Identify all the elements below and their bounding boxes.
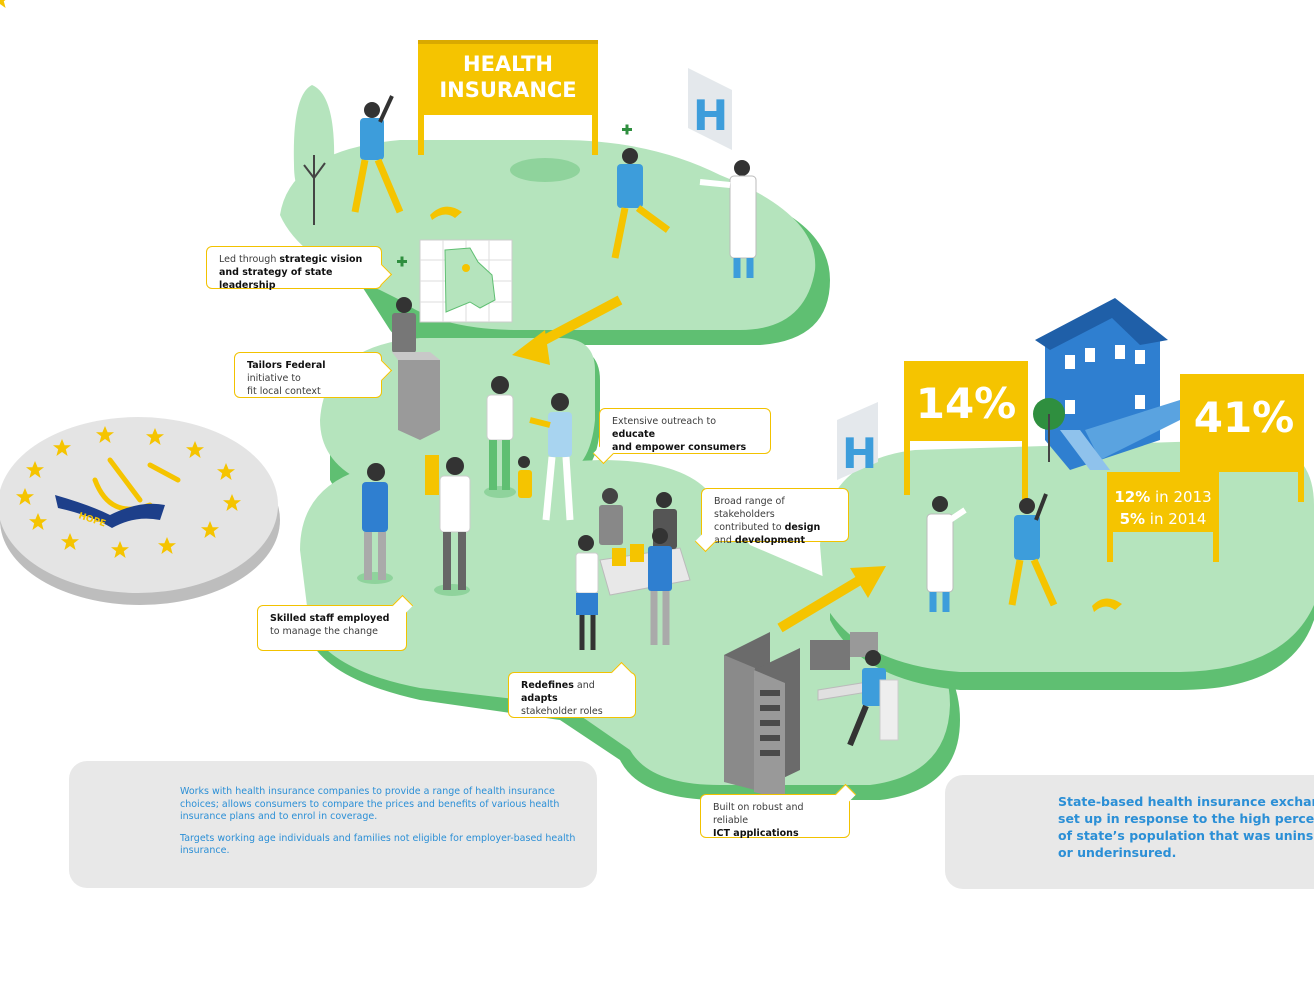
info-left-para2: Targets working age individuals and fami… [180, 832, 576, 857]
medical-cross-icon [397, 124, 632, 267]
doctor-right [926, 496, 967, 612]
hospital-letter-right: H [842, 429, 877, 478]
stat-14-percent: 14% [916, 379, 1017, 428]
info-box-left: Works with health insurance companies to… [69, 761, 597, 888]
banana-peel-icon [430, 206, 462, 220]
callout-ict: Built on robust and reliable ICT applica… [700, 783, 857, 839]
state-seal-disc: HOPE [0, 0, 280, 605]
info-right-line-2: set up in response to the high percentag… [1058, 811, 1314, 826]
callout-outreach: Extensive outreach to educate and empowe… [592, 408, 771, 465]
info-left-para1: Works with health insurance companies to… [180, 786, 560, 822]
family-greeting [484, 376, 574, 521]
staff-people [357, 455, 471, 596]
arrow-down-left-icon [512, 295, 623, 365]
hospital-letter-top: H [693, 91, 728, 140]
stat-sign-right: 41% [1107, 374, 1304, 562]
callout-leadership: Led through strategic vision and strateg… [206, 246, 393, 291]
meeting-table [575, 488, 691, 650]
info-right-line-3: of state’s population that was uninsured [1058, 828, 1314, 843]
callout-federal: Tailors Federal initiative to fit local … [234, 352, 393, 398]
callout-staff: Skilled staff employed to manage the cha… [257, 594, 414, 651]
speaker-podium [392, 297, 440, 440]
computer-workstation [810, 632, 899, 747]
hope-ribbon [55, 495, 165, 528]
doctor-top [699, 160, 757, 278]
info-right-line-4: or underinsured. [1058, 845, 1177, 860]
tree-top [293, 85, 335, 225]
person-slipping-top [611, 148, 671, 259]
person-waving-top [351, 95, 404, 214]
house [1035, 298, 1180, 470]
stat-sign-left: 14% [904, 361, 1028, 501]
info-right-line-1: State-based health insurance exchange [1058, 794, 1314, 809]
banana-peel-right-icon [1092, 598, 1122, 612]
callout-redefines: Redefines and adapts stakeholder roles [508, 661, 636, 718]
sign-line-1: HEALTH [463, 52, 553, 76]
health-insurance-sign: HEALTH INSURANCE [418, 40, 598, 155]
sign-line-2: INSURANCE [439, 78, 576, 102]
info-box-right: State-based health insurance exchange se… [945, 775, 1314, 889]
stat-41-percent: 41% [1194, 393, 1295, 442]
hospital-sign-top: H [688, 68, 732, 150]
person-waving-right [1008, 493, 1058, 607]
server-racks [724, 632, 800, 800]
stat-sub-text: 12% in 2013 5% in 2014 [1114, 488, 1212, 528]
state-map-board [419, 239, 513, 323]
arrow-up-right-icon [777, 566, 886, 633]
tree-right [1033, 398, 1065, 462]
callout-stakeholders: Broad range of stakeholders contributed … [694, 488, 849, 553]
hospital-sign-right: H [837, 402, 878, 480]
